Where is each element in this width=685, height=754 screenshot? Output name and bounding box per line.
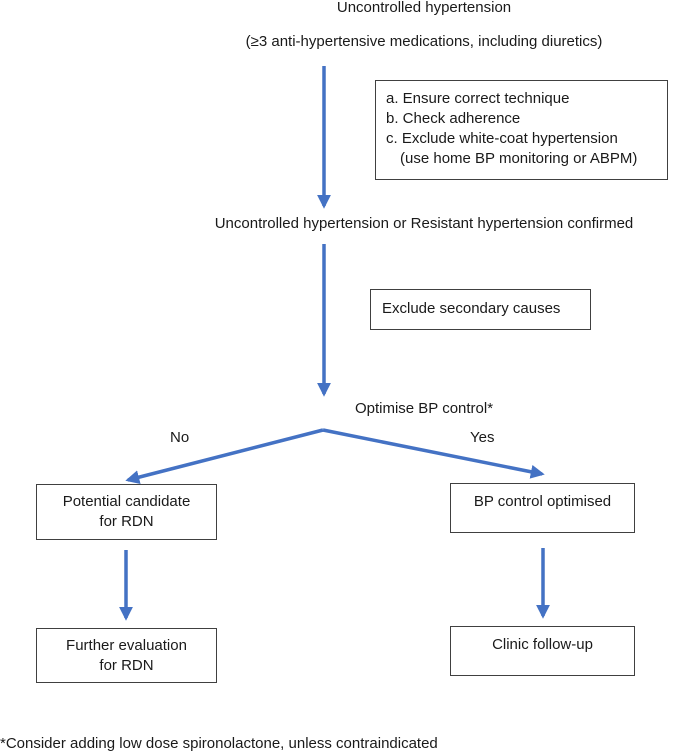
optimised-label: BP control optimised: [473, 493, 612, 510]
checks-box: a. Ensure correct technique b. Check adh…: [375, 80, 668, 180]
candidate-line2: for RDN: [99, 513, 154, 530]
further-evaluation-box: Further evaluation for RDN: [36, 628, 217, 683]
check-adherence: b. Check adherence: [386, 110, 521, 127]
followup-label: Clinic follow-up: [492, 636, 593, 653]
optimised-box: BP control optimised: [450, 483, 635, 533]
branch-no-label: No: [170, 429, 190, 446]
flow-subtitle: (≥3 anti-hypertensive medications, inclu…: [245, 33, 603, 50]
secondary-causes-label: Exclude secondary causes: [382, 300, 561, 317]
further-line1: Further evaluation: [66, 637, 187, 654]
confirmed-step: Uncontrolled hypertension or Resistant h…: [214, 215, 634, 232]
branch-yes-label: Yes: [470, 429, 495, 446]
check-white-coat: c. Exclude white-coat hypertension: [386, 130, 618, 147]
secondary-causes-box: Exclude secondary causes: [370, 289, 591, 330]
check-technique: a. Ensure correct technique: [386, 90, 570, 107]
optimise-step: Optimise BP control*: [354, 400, 494, 417]
arrow-optimise-to-candidate: [125, 428, 324, 484]
flow-title: Uncontrolled hypertension: [336, 0, 512, 16]
candidate-line1: Potential candidate: [62, 493, 191, 510]
candidate-box: Potential candidate for RDN: [36, 484, 217, 540]
further-line2: for RDN: [99, 657, 154, 674]
footnote: *Consider adding low dose spironolactone…: [0, 735, 438, 752]
arrow-optimise-to-optimised: [322, 428, 545, 479]
check-white-coat-detail: (use home BP monitoring or ABPM): [400, 150, 638, 167]
followup-box: Clinic follow-up: [450, 626, 635, 676]
